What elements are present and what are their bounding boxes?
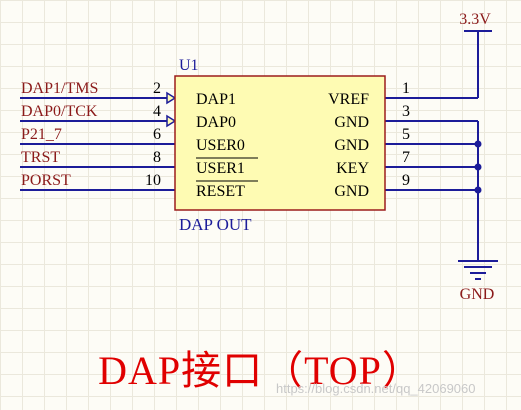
net-label: TRST [21, 149, 60, 166]
junction-dot [474, 140, 482, 148]
overbars [196, 157, 258, 182]
component-name: DAP OUT [179, 215, 252, 234]
pin-name: GND [334, 137, 369, 154]
pin-name: GND [334, 183, 369, 200]
pin-name: VREF [328, 91, 369, 108]
pin-number: 2 [153, 80, 161, 97]
pin-number: 1 [402, 80, 410, 97]
pin-number: 5 [402, 126, 410, 143]
net-label: PORST [21, 172, 71, 189]
pin-name: USER0 [196, 137, 245, 154]
pin-name: RESET [196, 183, 245, 200]
ground-symbol [458, 260, 498, 280]
component-designator: U1 [179, 57, 199, 74]
pin-name: USER1 [196, 160, 245, 177]
net-label: DAP0/TCK [21, 103, 98, 120]
component-body[interactable] [174, 75, 386, 211]
net-label: DAP1/TMS [21, 80, 98, 97]
junctions [474, 140, 482, 194]
pin-arrows [166, 91, 177, 128]
pin-name: GND [334, 114, 369, 131]
arrow-pin-2 [166, 91, 177, 105]
pin-number: 8 [153, 149, 161, 166]
net-label: P21_7 [21, 126, 62, 143]
pin-number: 10 [145, 172, 161, 189]
pin-number: 6 [153, 126, 161, 143]
arrow-pin-4 [166, 114, 177, 128]
pin-number: 7 [402, 149, 410, 166]
pin-name: DAP0 [196, 114, 236, 131]
pin-number: 4 [153, 103, 161, 120]
pin-name: DAP1 [196, 91, 236, 108]
pin-number: 9 [402, 172, 410, 189]
ground-label: GND [460, 286, 495, 303]
watermark: https://blog.csdn.net/qq_42069060 [276, 381, 476, 396]
junction-dot [474, 163, 482, 171]
pin-number: 3 [402, 103, 410, 120]
pin-name: KEY [336, 160, 369, 177]
diagram-caption: DAP接口（TOP） [98, 348, 423, 393]
junction-dot [474, 186, 482, 194]
power-label: 3.3V [459, 11, 491, 28]
